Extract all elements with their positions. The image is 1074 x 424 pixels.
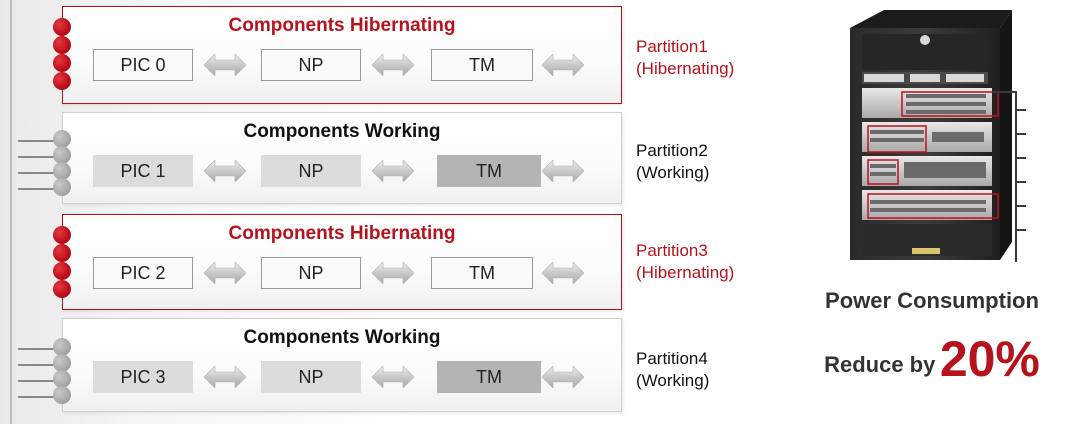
- double-arrow-icon: [204, 160, 246, 182]
- grey-port-dot-icon: [53, 370, 71, 388]
- partition-title: Components Working: [243, 327, 441, 348]
- power-reduce-value: 20%: [939, 331, 1040, 387]
- power-reduction: Reduce by 20%: [790, 330, 1074, 388]
- port-line: [18, 140, 62, 142]
- red-port-dot-icon: [53, 18, 71, 36]
- router-chassis-image: [850, 10, 1026, 262]
- port-line: [18, 348, 62, 350]
- red-port-dot-icon: [53, 54, 71, 72]
- double-arrow-icon: [204, 54, 246, 76]
- partition-label-1: Partition1 (Hibernating): [636, 36, 734, 80]
- port-line: [18, 396, 62, 398]
- chassis-edge: [10, 0, 12, 424]
- tm-component: TM: [437, 361, 541, 393]
- double-arrow-icon: [372, 366, 414, 388]
- np-component: NP: [261, 155, 361, 187]
- red-port-dots: [50, 14, 74, 94]
- double-arrow-icon: [542, 366, 584, 388]
- np-component: NP: [261, 257, 361, 289]
- partition-4: Components Working PIC 3 NP TM: [62, 318, 622, 412]
- np-component: NP: [261, 361, 361, 393]
- grey-port-dot-icon: [53, 146, 71, 164]
- grey-port-dots: [50, 334, 74, 404]
- partition-label-name: Partition1: [636, 37, 708, 56]
- double-arrow-icon: [204, 366, 246, 388]
- tm-component: TM: [437, 155, 541, 187]
- partition-title: Components Working: [243, 121, 441, 142]
- double-arrow-icon: [372, 54, 414, 76]
- grey-port-dot-icon: [53, 354, 71, 372]
- double-arrow-icon: [204, 262, 246, 284]
- pic-component: PIC 0: [93, 49, 193, 81]
- partition-label-state: (Working): [636, 163, 710, 182]
- port-line: [18, 188, 62, 190]
- port-line: [18, 380, 62, 382]
- partition-label-state: (Working): [636, 371, 710, 390]
- grey-port-dot-icon: [53, 386, 71, 404]
- np-component: NP: [261, 49, 361, 81]
- partition-title: Components Hibernating: [228, 15, 456, 36]
- partition-title: Components Hibernating: [228, 223, 456, 244]
- pic-component: PIC 2: [93, 257, 193, 289]
- power-reduce-prefix: Reduce by: [824, 352, 936, 377]
- tm-component: TM: [431, 49, 533, 81]
- double-arrow-icon: [372, 160, 414, 182]
- partition-label-state: (Hibernating): [636, 59, 735, 78]
- grey-port-dot-icon: [53, 338, 71, 356]
- double-arrow-icon: [542, 54, 584, 76]
- pic-component: PIC 1: [93, 155, 193, 187]
- red-port-dot-icon: [53, 72, 71, 90]
- partition-1: Components Hibernating PIC 0 NP TM: [62, 6, 622, 104]
- red-port-dot-icon: [53, 36, 71, 54]
- partition-label-name: Partition2: [636, 141, 708, 160]
- pic-component: PIC 3: [93, 361, 193, 393]
- port-line: [18, 364, 62, 366]
- partition-label-4: Partition4 (Working): [636, 348, 709, 392]
- grey-port-dots: [50, 126, 74, 196]
- double-arrow-icon: [542, 160, 584, 182]
- double-arrow-icon: [372, 262, 414, 284]
- red-port-dot-icon: [53, 280, 71, 298]
- port-line: [18, 172, 62, 174]
- grey-port-dot-icon: [53, 162, 71, 180]
- red-port-dot-icon: [53, 226, 71, 244]
- grey-port-dot-icon: [53, 130, 71, 148]
- port-line: [18, 156, 62, 158]
- partition-label-name: Partition3: [636, 241, 708, 260]
- partition-label-2: Partition2 (Working): [636, 140, 709, 184]
- partition-label-name: Partition4: [636, 349, 708, 368]
- red-port-dot-icon: [53, 244, 71, 262]
- partition-label-3: Partition3 (Hibernating): [636, 240, 734, 284]
- grey-port-dot-icon: [53, 178, 71, 196]
- working-port-lines: [18, 136, 62, 192]
- power-consumption-title: Power Consumption: [825, 288, 1039, 313]
- tm-component: TM: [431, 257, 533, 289]
- partition-label-state: (Hibernating): [636, 263, 735, 282]
- partition-2: Components Working PIC 1 NP TM: [62, 112, 622, 204]
- huawei-logo: [920, 35, 930, 45]
- red-port-dots: [50, 222, 74, 302]
- double-arrow-icon: [542, 262, 584, 284]
- working-port-lines: [18, 344, 62, 400]
- red-port-dot-icon: [53, 262, 71, 280]
- partition-3: Components Hibernating PIC 2 NP TM: [62, 214, 622, 310]
